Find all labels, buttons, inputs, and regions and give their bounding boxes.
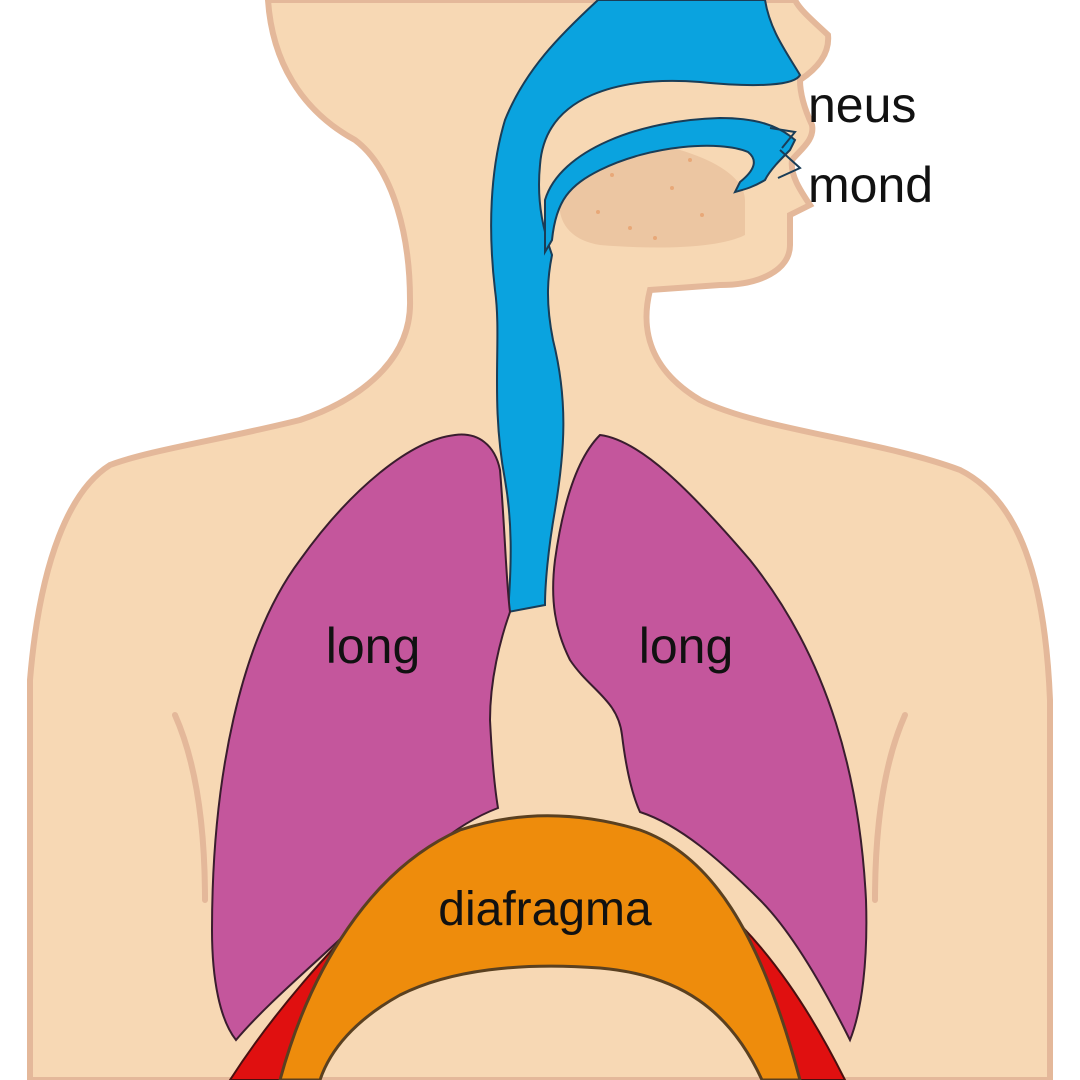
mouth-area (559, 142, 745, 248)
airway (490, 0, 802, 614)
label-mouth: mond (808, 157, 933, 213)
right-arm-line (872, 712, 908, 903)
nose-arrow-icon (769, 127, 802, 179)
left-arm-line (172, 712, 208, 903)
mouth-speckles (596, 158, 704, 240)
diaphragm (278, 814, 802, 1080)
label-diaphragm: diafragma (438, 883, 652, 936)
label-left-lung: long (326, 618, 421, 674)
oral-airway (544, 116, 797, 256)
label-nose: neus (808, 77, 916, 133)
label-right-lung: long (639, 618, 734, 674)
right-lung (552, 433, 868, 1043)
